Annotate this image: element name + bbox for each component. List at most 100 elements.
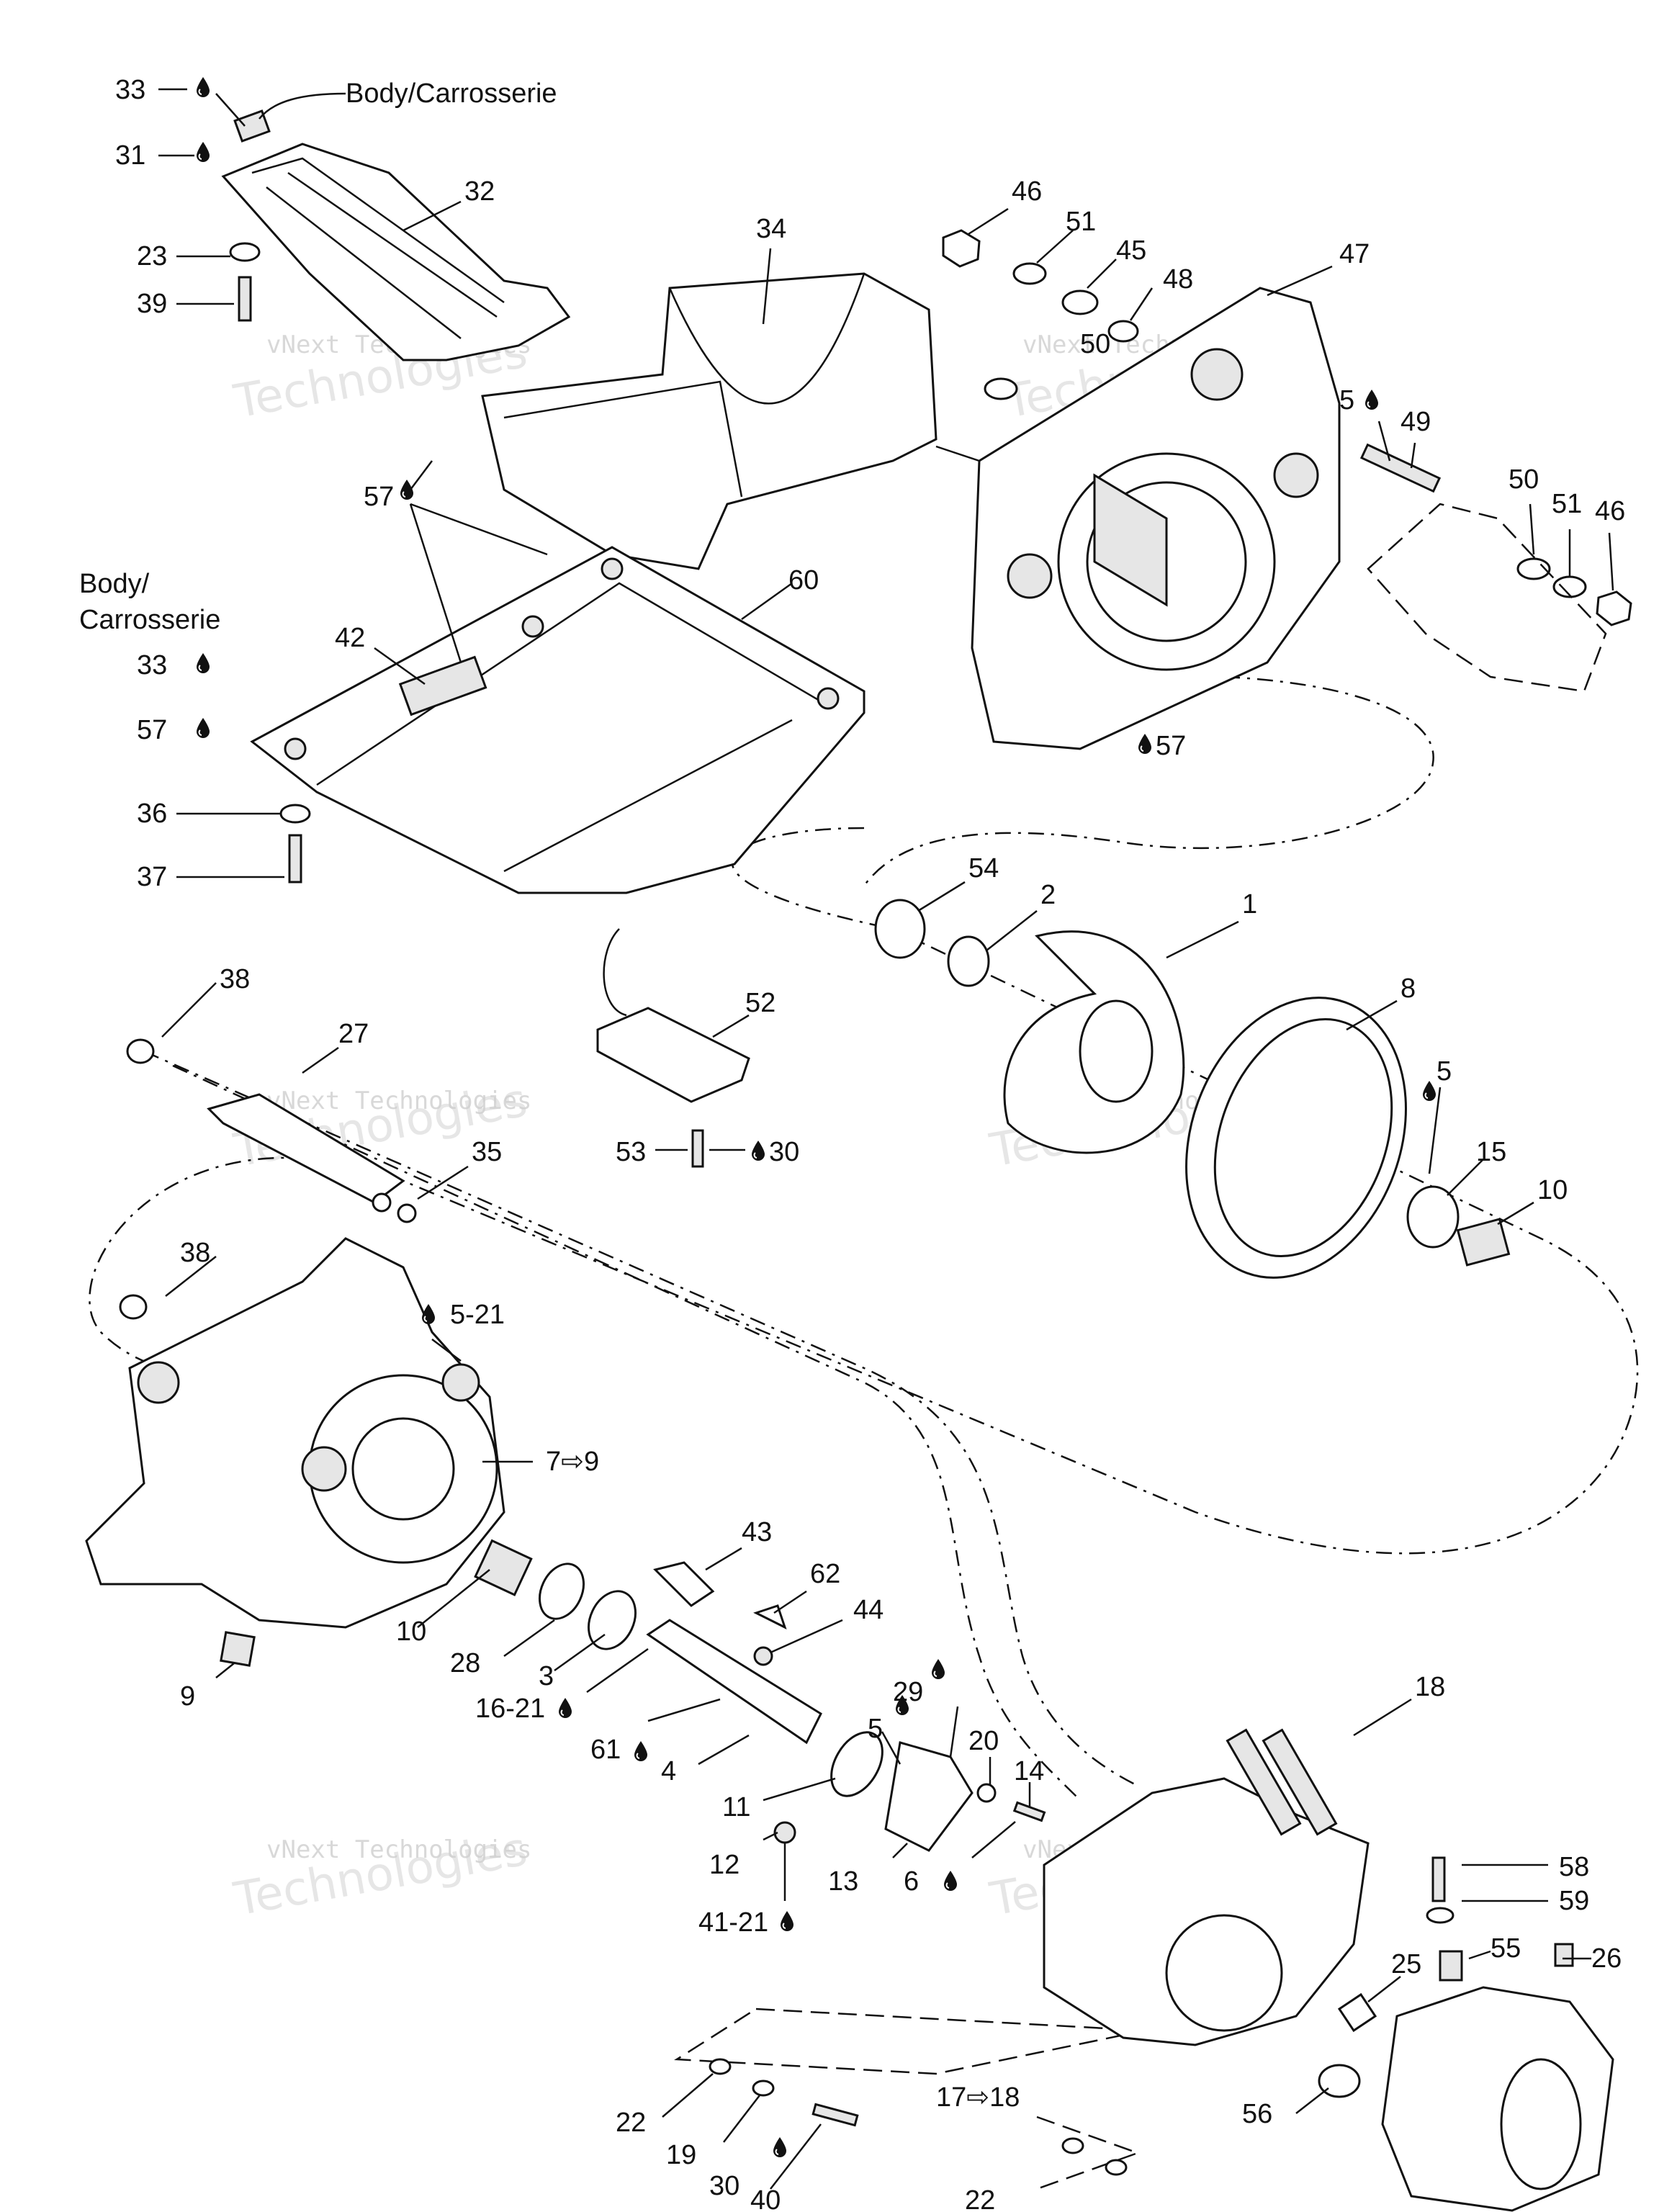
- callout-56: 56: [1242, 2099, 1272, 2129]
- callout-16-21: 16-21: [475, 1694, 545, 1724]
- callout-36: 36: [137, 799, 167, 829]
- shaft-4: [646, 1619, 822, 1745]
- shaft-27: [207, 1093, 405, 1204]
- oring-35: [397, 1203, 417, 1223]
- callout-14: 14: [1014, 1756, 1044, 1786]
- callout-46: 46: [1012, 176, 1042, 207]
- callout-55: 55: [1491, 1933, 1521, 1964]
- hole: [521, 615, 544, 638]
- stud-49: [1359, 443, 1442, 493]
- drop-icon: [196, 717, 210, 739]
- boss: [137, 1361, 180, 1404]
- callout-50: 50: [1080, 329, 1110, 359]
- screw-53: [691, 1129, 704, 1168]
- callout-31: 31: [115, 140, 145, 171]
- drop-icon: [1422, 1080, 1437, 1102]
- callout-9: 9: [180, 1681, 195, 1712]
- callout-29: 29: [893, 1677, 923, 1707]
- part-60-plate: [250, 546, 866, 894]
- thrust-3: [588, 1590, 637, 1650]
- drop-icon: [931, 1658, 945, 1680]
- callout-5-21: 5-21: [450, 1300, 505, 1330]
- drop-icon: [421, 1303, 436, 1325]
- callout-6: 6: [904, 1866, 919, 1897]
- callout-4: 4: [661, 1756, 676, 1786]
- callout-carrosserie: Carrosserie: [79, 605, 220, 635]
- callout-51: 51: [1552, 489, 1582, 519]
- bearing-10: [1456, 1218, 1511, 1267]
- callout-5: 5: [1437, 1056, 1452, 1087]
- drop-icon: [558, 1697, 572, 1719]
- ring-2: [947, 935, 990, 987]
- callout-40: 40: [750, 2185, 781, 2212]
- cap-38b: [119, 1294, 148, 1320]
- nozzle-outlet: [1500, 2058, 1582, 2190]
- callout-33: 33: [115, 75, 145, 105]
- callout-59: 59: [1559, 1886, 1589, 1916]
- housing-boss: [1007, 553, 1053, 599]
- callout-5: 5: [1339, 385, 1354, 415]
- callout-30: 30: [709, 2171, 739, 2201]
- part-42-pad: [398, 655, 487, 716]
- drop-icon: [634, 1740, 648, 1762]
- drop-icon: [196, 76, 210, 98]
- cap-38: [126, 1038, 155, 1064]
- callout-34: 34: [756, 214, 786, 244]
- drop-icon: [400, 479, 414, 500]
- nut-9: [220, 1631, 256, 1667]
- callout-1: 1: [1242, 889, 1257, 920]
- callout-33: 33: [137, 650, 167, 680]
- bolt-58: [1431, 1856, 1446, 1902]
- drop-icon: [196, 141, 210, 163]
- callout-body: Body/: [79, 569, 150, 599]
- pin-18: [1262, 1728, 1338, 1836]
- housing-boss: [1190, 348, 1244, 401]
- washer-28: [539, 1563, 585, 1620]
- drop-icon: [1138, 733, 1152, 755]
- drop-icon: [1364, 389, 1379, 410]
- impeller-group: [874, 899, 1511, 1279]
- mount-outline: [1367, 503, 1607, 693]
- nut-46b: [1596, 590, 1632, 626]
- impeller-hub: [1079, 999, 1154, 1103]
- washer-45: [1061, 289, 1099, 315]
- callout-20: 20: [968, 1726, 999, 1756]
- callout-8: 8: [1401, 974, 1416, 1004]
- screw-39: [238, 276, 252, 322]
- bolt-40: [811, 2103, 859, 2127]
- callout-3: 3: [539, 1661, 554, 1691]
- washer-59: [1426, 1907, 1455, 1924]
- washer-23: [229, 242, 261, 262]
- oring-11: [830, 1731, 884, 1797]
- pin-18: [1226, 1728, 1302, 1836]
- callout-38: 38: [180, 1238, 210, 1268]
- part-52-plate: [596, 928, 750, 1168]
- plug-12: [773, 1821, 796, 1844]
- callout-47: 47: [1339, 239, 1370, 269]
- washer-50: [984, 377, 1018, 400]
- housing-tube: [1093, 473, 1168, 607]
- callout-22: 22: [965, 2185, 995, 2212]
- boss: [441, 1363, 480, 1402]
- bushing-56: [1318, 2064, 1361, 2098]
- callout-58: 58: [1559, 1852, 1589, 1882]
- watermark-text: vNext Technologies: [266, 1087, 531, 1115]
- callout-53: 53: [616, 1137, 646, 1167]
- fitting-44: [753, 1646, 773, 1666]
- cone-13: [884, 1741, 974, 1852]
- callout-44: 44: [853, 1595, 884, 1625]
- callout-28: 28: [450, 1648, 480, 1678]
- venturi-outlet: [1165, 1914, 1283, 2032]
- screw-14: [1012, 1801, 1046, 1822]
- venturi-group: [709, 1728, 1614, 2212]
- seal-54: [874, 899, 926, 959]
- shaft-27-group: [119, 1038, 417, 1320]
- housing-boss: [1273, 452, 1319, 498]
- callout-46: 46: [1595, 496, 1625, 526]
- washer-50b: [1516, 557, 1551, 580]
- part-34-cover: [481, 272, 938, 570]
- drop-icon: [773, 2136, 787, 2158]
- bearing-10b: [474, 1539, 533, 1596]
- screw-37: [288, 834, 302, 884]
